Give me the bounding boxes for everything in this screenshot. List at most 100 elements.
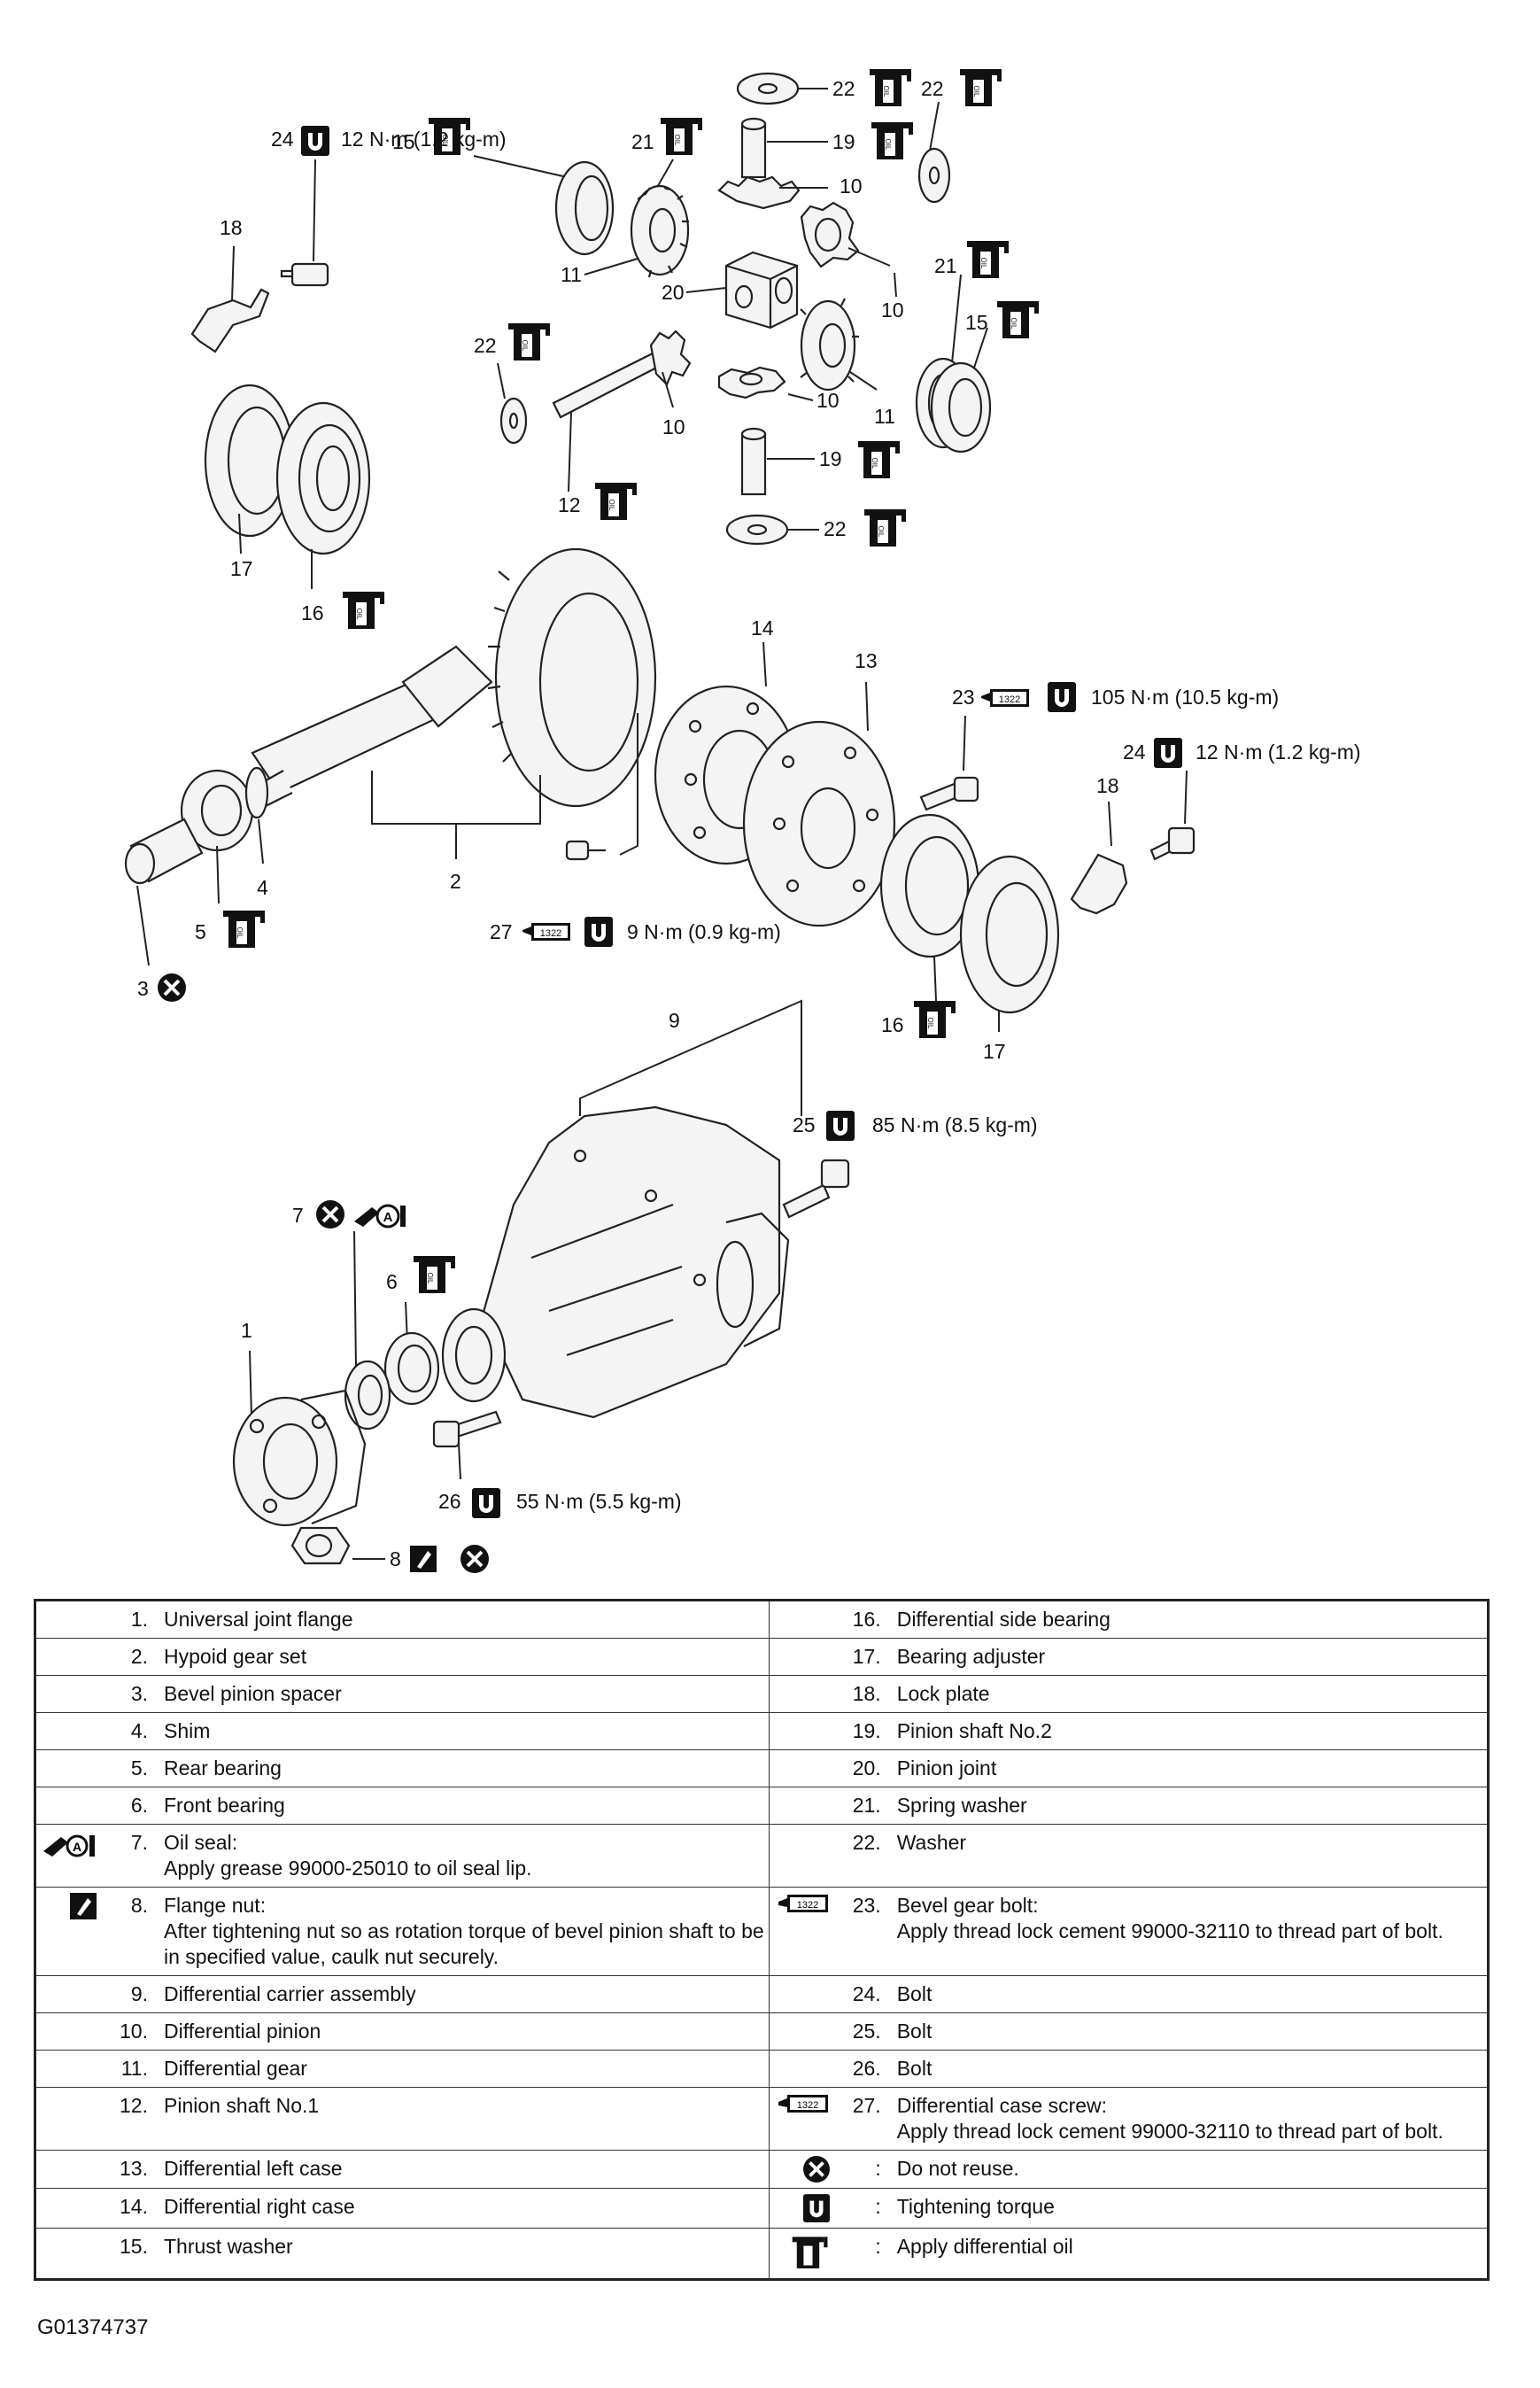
thrust-washer-15-right (930, 361, 992, 454)
legend-text: Apply differential oil (896, 2235, 1073, 2258)
legend-text: Spring washer (896, 1794, 1027, 1817)
legend-cell-right: 22.Washer (768, 1824, 1490, 1888)
callout-22: 22 (474, 334, 497, 357)
legend-number: 12. (120, 2094, 148, 2117)
legend-number: 17. (852, 1645, 881, 1668)
callout-22: 22 (921, 77, 944, 100)
oil-icon (960, 69, 1002, 106)
diff-gear-11-right (800, 298, 859, 392)
oil-icon (914, 1001, 956, 1038)
legend-number: 15. (120, 2235, 148, 2258)
bolt-26 (432, 1410, 502, 1448)
case-screw-27 (565, 840, 606, 861)
oil-icon (967, 241, 1009, 278)
oil-icon (223, 911, 265, 948)
legend-number: 22. (852, 1831, 881, 1854)
legend-text: Bearing adjuster (896, 1645, 1046, 1668)
callout-13: 13 (855, 649, 878, 672)
callout-14: 14 (751, 616, 774, 640)
legend-number: 2. (130, 1645, 148, 1668)
diff-pinion-10-bottom (717, 366, 786, 399)
legend-text: Hypoid gear set (164, 1645, 307, 1668)
legend-number: 11. (120, 2057, 148, 2080)
legend-text: Bolt (896, 1982, 933, 2005)
grease-icon: A (40, 1830, 100, 1860)
oil-icon (864, 509, 906, 547)
legend-number: 26. (852, 2057, 881, 2080)
oil-icon (343, 592, 384, 629)
legend-number: 1. (130, 1608, 148, 1631)
legend-text: Differential right case (164, 2195, 355, 2218)
legend-text: Differential gear (164, 2057, 307, 2080)
legend-number: 13. (120, 2157, 148, 2180)
legend-cell-right: 17. Bearing adjuster (768, 1638, 1490, 1676)
callout-21: 21 (934, 254, 957, 277)
legend-cell-right: 25. Bolt (768, 2012, 1490, 2051)
legend-cell-right: 20.Pinion joint (768, 1749, 1490, 1787)
legend-note: Apply grease 99000-25010 to oil seal lip… (164, 1857, 532, 1880)
callout-26: 26 (438, 1490, 461, 1513)
callout-17: 17 (983, 1040, 1006, 1063)
legend-text: Differential pinion (164, 2020, 321, 2043)
oil-icon (508, 323, 550, 361)
lock-plate-18-right (1070, 853, 1128, 915)
callout-10: 10 (662, 415, 685, 438)
legend-number: 4. (130, 1719, 148, 1742)
legend-text: Bevel pinion spacer (164, 1682, 342, 1705)
legend-number: 25. (852, 2020, 881, 2043)
figure-id: G01374737 (37, 2315, 149, 2339)
legend-row: 13.Differential left case:Do not reuse. (35, 2150, 1490, 2189)
bevel-gear-bolt-23 (919, 776, 979, 811)
callout-3: 3 (137, 977, 149, 1000)
legend-text: Shim (164, 1719, 211, 1742)
legend-text: Bolt (896, 2020, 933, 2043)
legend-number: 5. (130, 1756, 148, 1779)
bolt-25 (782, 1159, 850, 1219)
callout-22: 22 (824, 517, 847, 540)
legend-text: Lock plate (896, 1682, 990, 1705)
legend-cell-right: 19.Pinion shaft No.2 (768, 1712, 1490, 1750)
do-not-reuse-icon (314, 1198, 346, 1230)
callout-19: 19 (832, 130, 855, 153)
legend-cell-right: :Tightening torque (768, 2188, 1490, 2229)
legend-row: 11. Differential gear 26. Bolt (35, 2050, 1490, 2088)
legend-number: 21. (852, 1794, 881, 1817)
legend-text: Rear bearing (164, 1756, 282, 1779)
legend-note: After tightening nut so as rotation torq… (164, 1919, 764, 1968)
side-bearing-16-left (275, 401, 371, 555)
callout-11: 11 (561, 263, 582, 286)
legend-note: Apply thread lock cement 99000-32110 to … (896, 1919, 1443, 1942)
oil-seal-7 (344, 1360, 391, 1430)
bearing-adjuster-17-right (959, 855, 1060, 1014)
legend-text: Bolt (896, 2057, 933, 2080)
legend-cell-right: 16.Differential side bearing (768, 1600, 1490, 1639)
pinion-shaft-12 (552, 330, 692, 419)
caulk-icon (40, 1893, 100, 1919)
callout-16: 16 (301, 601, 324, 624)
legend-number: 24. (852, 1982, 881, 2005)
torque-icon (773, 2194, 833, 2222)
do-not-reuse-icon (156, 972, 188, 1004)
legend-number: : (875, 2235, 881, 2258)
shim-4 (244, 766, 269, 819)
legend-text: Pinion joint (896, 1756, 997, 1779)
svg-text:A: A (73, 1840, 81, 1854)
legend-text: Bevel gear bolt: (896, 1894, 1039, 1917)
legend-row: 5. Rear bearing 20.Pinion joint (35, 1749, 1490, 1787)
pinion-joint-20 (724, 251, 799, 330)
legend-text: Differential case screw: (896, 2094, 1108, 2117)
legend-cell-right: 21. Spring washer (768, 1787, 1490, 1825)
legend-cell-left: 6.Front bearing (35, 1787, 770, 1825)
legend-number: 7. (130, 1831, 148, 1854)
lock-plate-18-top (190, 288, 270, 353)
callout-24: 24 (1123, 740, 1146, 764)
legend-row: 6.Front bearing 21. Spring washer (35, 1787, 1490, 1825)
thrust-washer-15-left (554, 160, 615, 256)
legend-number: 16. (852, 1608, 881, 1631)
callout-12: 12 (558, 493, 581, 516)
